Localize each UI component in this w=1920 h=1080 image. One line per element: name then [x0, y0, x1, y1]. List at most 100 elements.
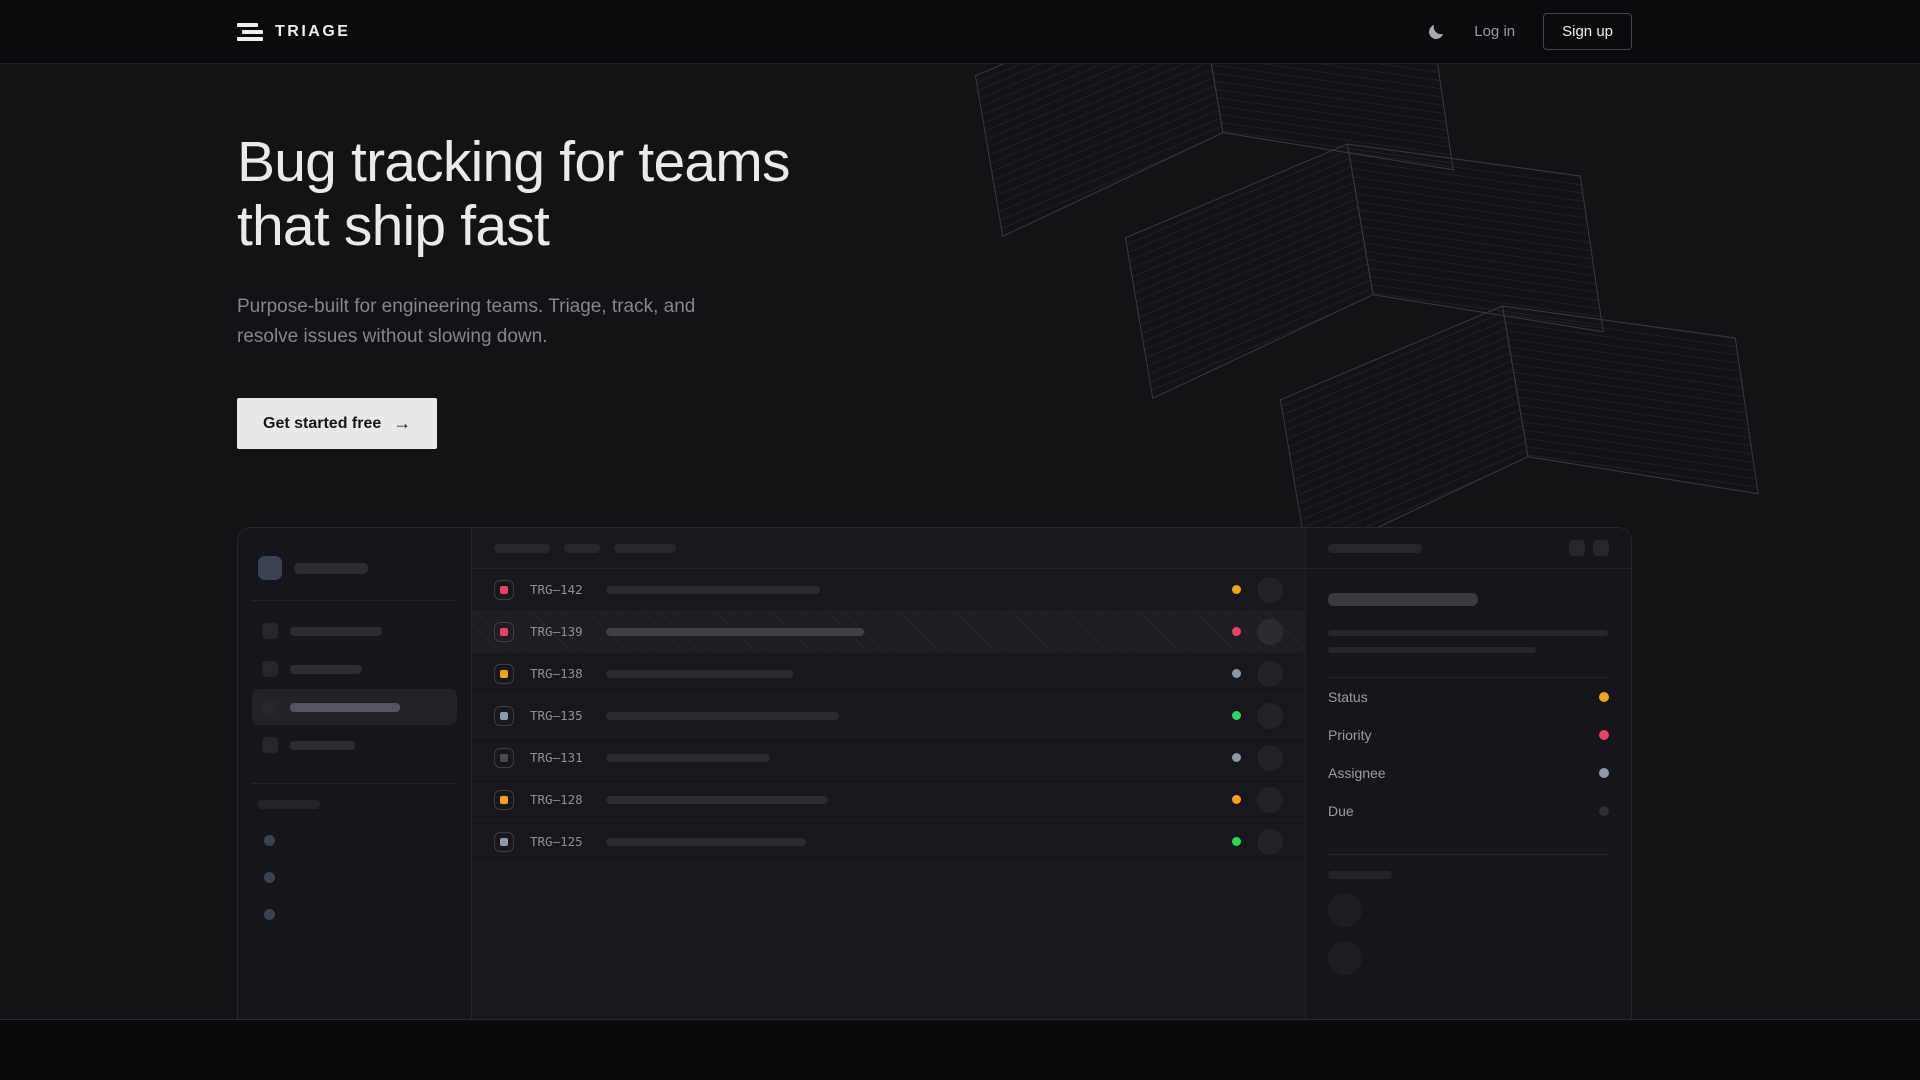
issue-assignee-avatar — [1257, 829, 1283, 855]
activity-label-skeleton — [1328, 871, 1392, 879]
issue-type-icon — [494, 622, 514, 642]
issue-title-skeleton — [606, 586, 820, 594]
nav-icon-skeleton — [262, 623, 278, 639]
filter-pill-skeleton — [564, 544, 600, 553]
panel-field-row: Due — [1328, 792, 1609, 830]
issue-assignee-avatar — [1257, 661, 1283, 687]
issue-assignee-avatar — [1257, 745, 1283, 771]
issue-row: TRG–138 — [472, 653, 1305, 695]
issue-title-skeleton — [606, 838, 806, 846]
issue-row: TRG–139 — [472, 611, 1305, 653]
panel-header-skeleton — [1306, 528, 1631, 569]
app-mockup-card: TRG–142 TRG–139 TRG–138 TRG–135 TRG–131 — [237, 527, 1632, 1019]
issue-status-dot — [1232, 585, 1241, 594]
activity-avatar-skeleton — [1328, 941, 1362, 975]
workspace-avatar-skeleton — [258, 556, 282, 580]
issue-id: TRG–139 — [530, 624, 606, 639]
field-label: Priority — [1328, 727, 1372, 743]
nav-label-skeleton — [290, 741, 355, 750]
hero-section: Bug tracking for teams that ship fast Pu… — [0, 64, 1920, 1019]
issue-assignee-avatar — [1257, 703, 1283, 729]
nav-icon-skeleton — [262, 699, 278, 715]
signup-button[interactable]: Sign up — [1543, 13, 1632, 50]
description-line-skeleton — [1328, 647, 1536, 653]
arrow-right-icon: → — [393, 413, 411, 434]
description-line-skeleton — [1328, 630, 1608, 636]
issue-type-icon — [494, 790, 514, 810]
issue-id: TRG–135 — [530, 708, 606, 723]
sidebar-nav-item-skeleton — [252, 689, 457, 725]
field-value-dot — [1599, 692, 1609, 702]
issue-id: TRG–125 — [530, 834, 606, 849]
get-started-button[interactable]: Get started free → — [237, 398, 437, 449]
issue-type-icon — [494, 706, 514, 726]
issue-type-icon — [494, 748, 514, 768]
issue-type-icon — [494, 580, 514, 600]
top-nav: TRIAGE Log in Sign up — [0, 0, 1920, 64]
divider — [1328, 854, 1609, 855]
nav-label-skeleton — [290, 627, 382, 636]
activity-avatar-skeleton — [1328, 893, 1362, 927]
footer-band — [0, 1019, 1920, 1080]
issue-row: TRG–128 — [472, 779, 1305, 821]
panel-action-skeleton — [1593, 540, 1609, 556]
hero-subtitle: Purpose-built for engineering teams. Tri… — [237, 292, 695, 352]
issue-id: TRG–131 — [530, 750, 606, 765]
issue-assignee-avatar — [1257, 619, 1283, 645]
sidebar-dot-skeleton — [264, 909, 275, 920]
issue-status-dot — [1232, 711, 1241, 720]
sidebar-dot-skeleton — [264, 872, 275, 883]
issue-title-skeleton — [606, 754, 770, 762]
divider — [252, 783, 457, 784]
panel-field-row: Assignee — [1328, 754, 1609, 792]
sidebar-dot-skeleton — [264, 835, 275, 846]
triage-logo-icon — [237, 23, 263, 41]
brand-logo: TRIAGE — [237, 23, 350, 41]
page-title: Bug tracking for teams that ship fast — [237, 130, 790, 258]
section-label-skeleton — [258, 800, 320, 809]
mockup-issue-list: TRG–142 TRG–139 TRG–138 TRG–135 TRG–131 — [472, 528, 1305, 1019]
sidebar-nav-item-skeleton — [252, 651, 457, 687]
nav-icon-skeleton — [262, 661, 278, 677]
issue-row: TRG–125 — [472, 821, 1305, 863]
issue-type-icon — [494, 832, 514, 852]
issue-title-skeleton — [606, 796, 828, 804]
filter-pill-skeleton — [614, 544, 676, 553]
filter-pill-skeleton — [494, 544, 550, 553]
workspace-name-skeleton — [294, 563, 368, 574]
mockup-sidebar — [238, 528, 472, 1019]
panel-action-skeleton — [1569, 540, 1585, 556]
issue-id: TRG–138 — [530, 666, 606, 681]
nav-label-skeleton — [290, 703, 400, 712]
field-value-dot — [1599, 806, 1609, 816]
issue-row: TRG–142 — [472, 569, 1305, 611]
field-value-dot — [1599, 768, 1609, 778]
panel-actions-skeleton — [1569, 540, 1609, 556]
sidebar-nav-item-skeleton — [252, 613, 457, 649]
field-label: Status — [1328, 689, 1368, 705]
field-label: Assignee — [1328, 765, 1386, 781]
sidebar-nav-item-skeleton — [252, 727, 457, 763]
workspace-switcher-skeleton — [252, 556, 457, 580]
moon-icon — [1426, 22, 1446, 42]
panel-field-row: Status — [1328, 678, 1609, 716]
login-link[interactable]: Log in — [1474, 23, 1515, 40]
issue-title-skeleton — [1328, 593, 1478, 606]
list-header-skeleton — [472, 528, 1305, 569]
nav-actions: Log in Sign up — [1426, 13, 1632, 50]
divider — [252, 600, 457, 601]
field-label: Due — [1328, 803, 1354, 819]
nav-label-skeleton — [290, 665, 362, 674]
issue-title-skeleton — [606, 628, 864, 636]
theme-toggle-button[interactable] — [1426, 22, 1446, 42]
panel-title-skeleton — [1328, 544, 1422, 553]
issue-title-skeleton — [606, 670, 793, 678]
issue-id: TRG–128 — [530, 792, 606, 807]
issue-status-dot — [1232, 795, 1241, 804]
issue-id: TRG–142 — [530, 582, 606, 597]
issue-status-dot — [1232, 627, 1241, 636]
brand-name: TRIAGE — [275, 23, 350, 41]
issue-row: TRG–135 — [472, 695, 1305, 737]
issue-row: TRG–131 — [472, 737, 1305, 779]
issue-status-dot — [1232, 753, 1241, 762]
